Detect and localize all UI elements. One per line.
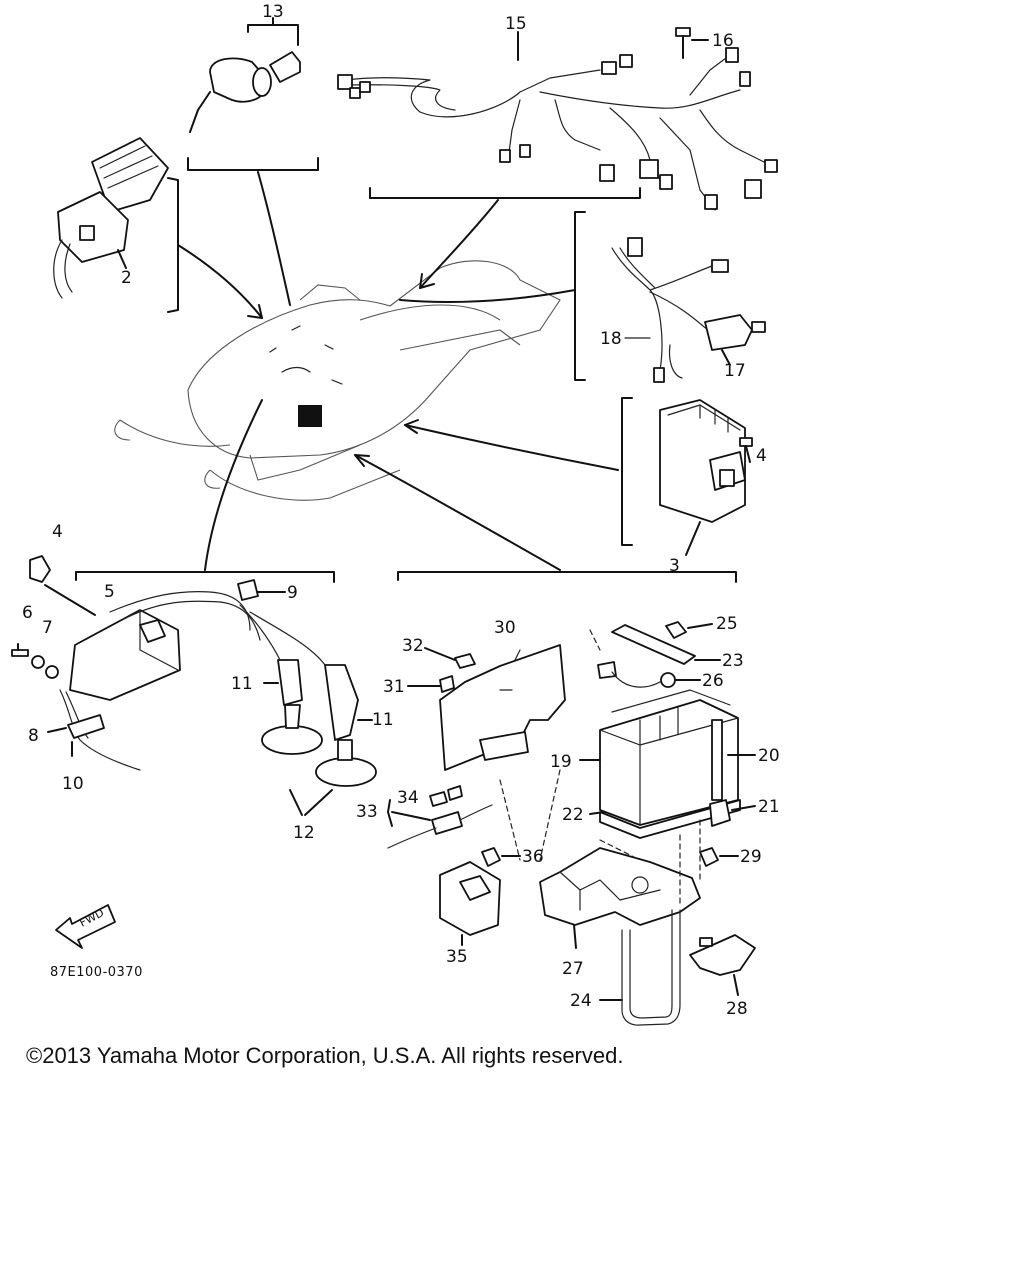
part-label: 20 xyxy=(758,746,780,766)
part-label: 10 xyxy=(62,774,84,794)
part-label: 25 xyxy=(716,614,738,634)
part-label: 4 xyxy=(756,446,767,466)
part-label: 36 xyxy=(522,847,544,867)
part-label: 5 xyxy=(104,582,115,602)
part-label: 22 xyxy=(562,805,584,825)
part-label: 9 xyxy=(287,583,298,603)
part-17-18-sub-harness-group xyxy=(399,211,766,383)
part-label: 30 xyxy=(494,618,516,638)
electrical-parts-diagram: FWD 13 15 16 2 18 17 4 3 4 5 9 6 7 8 10 … xyxy=(11,2,780,1026)
part-label: 12 xyxy=(293,823,315,843)
part-label: 28 xyxy=(726,999,748,1019)
part-label: 24 xyxy=(570,991,592,1011)
part-2-handlebar-switch-group xyxy=(53,137,263,319)
part-label: 27 xyxy=(562,959,584,979)
part-label: 19 xyxy=(550,752,572,772)
battery-group xyxy=(354,454,756,1026)
black-box-component xyxy=(298,405,322,427)
part-label: 31 xyxy=(383,677,405,697)
part-label: 2 xyxy=(121,268,132,288)
part-label: 35 xyxy=(446,947,468,967)
drawing-code: 87E100-0370 xyxy=(50,965,143,980)
part-label: 13 xyxy=(262,2,284,22)
part-label: 6 xyxy=(22,603,33,623)
snowmobile-outline xyxy=(114,260,561,501)
part-label: 23 xyxy=(722,651,744,671)
part-label: 11 xyxy=(372,710,394,730)
part-label: 29 xyxy=(740,847,762,867)
part-15-wire-harness-group xyxy=(337,31,778,289)
part-label: 4 xyxy=(52,522,63,542)
part-5-ignition-coil-group xyxy=(11,399,377,816)
part-label: 3 xyxy=(669,556,680,576)
part-label: 21 xyxy=(758,797,780,817)
part-label: 32 xyxy=(402,636,424,656)
part-label: 18 xyxy=(600,329,622,349)
part-number-labels: 13 15 16 2 18 17 4 3 4 5 9 6 7 8 10 11 1… xyxy=(22,2,780,1019)
part-label: 7 xyxy=(42,618,53,638)
part-label: 8 xyxy=(28,726,39,746)
part-label: 26 xyxy=(702,671,724,691)
part-label: 11 xyxy=(231,674,253,694)
part-13-key-switch-group xyxy=(187,17,319,306)
part-label: 17 xyxy=(724,361,746,381)
part-label: 33 xyxy=(356,802,378,822)
part-label: 16 xyxy=(712,31,734,51)
copyright-notice: ©2013 Yamaha Motor Corporation, U.S.A. A… xyxy=(26,1043,624,1068)
fwd-arrow: FWD xyxy=(55,904,116,949)
part-3-cdi-unit-group xyxy=(404,397,753,556)
part-label: 34 xyxy=(397,788,419,808)
part-label: 15 xyxy=(505,14,527,34)
part-16-bolt xyxy=(675,27,709,59)
